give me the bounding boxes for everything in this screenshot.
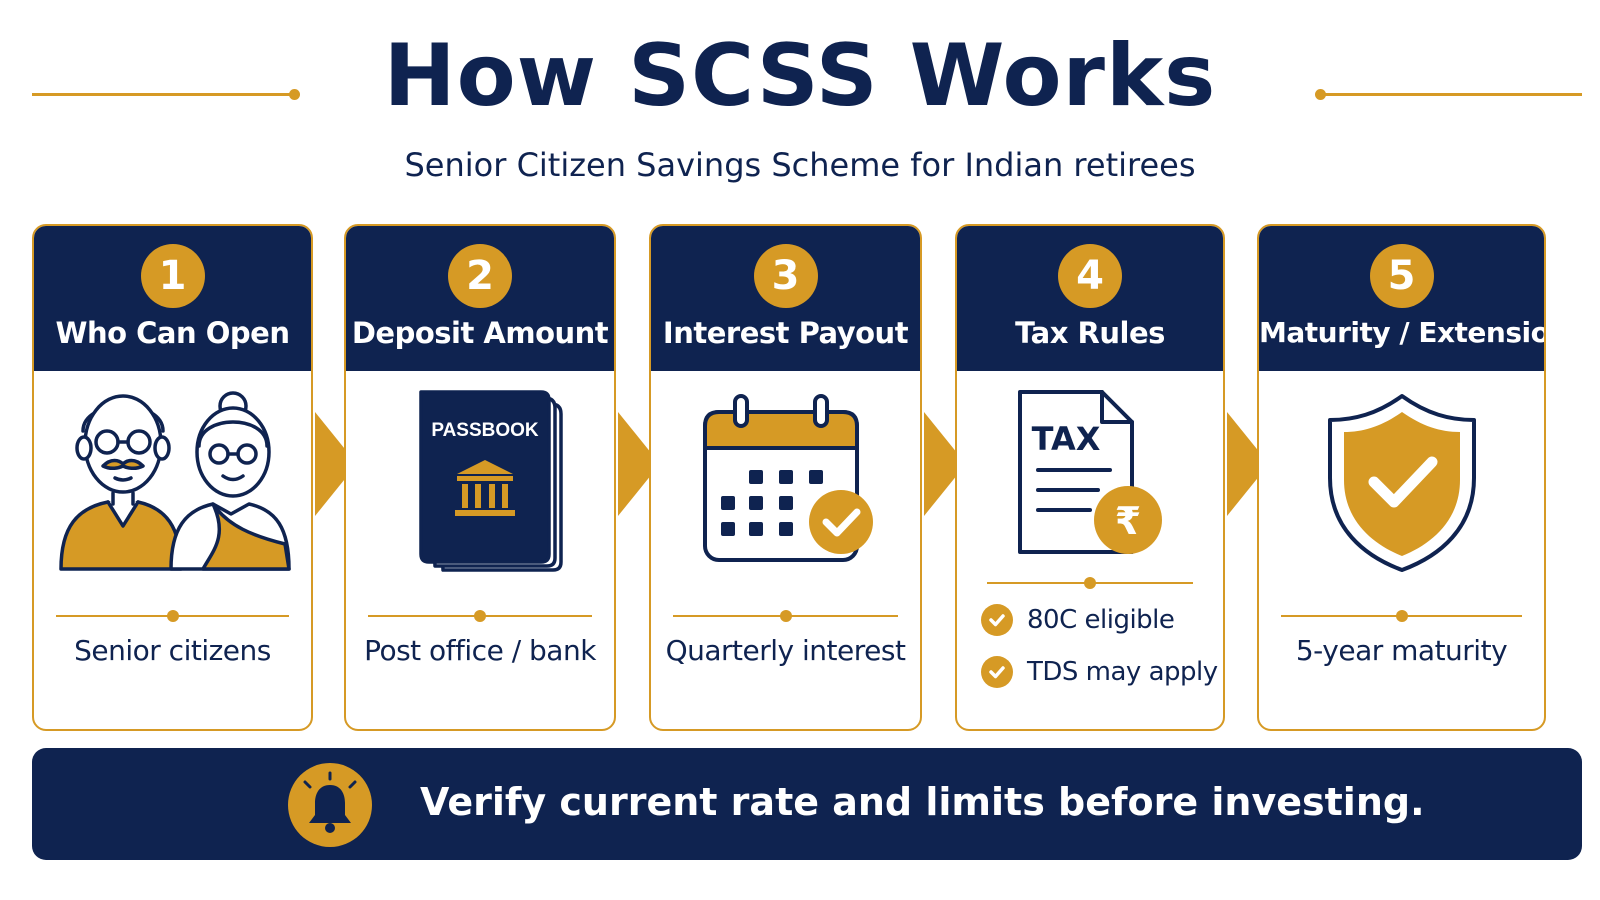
step-title: Interest Payout [662,316,909,350]
card-divider-dot [166,610,179,622]
page-title: How SCSS Works [383,26,1217,126]
step-number-badge: 1 [140,244,205,308]
step-number-badge: 3 [753,244,818,308]
card-divider-dot [779,610,792,622]
bell-icon [288,763,372,847]
step-description: Senior citizens [74,634,271,667]
flow-arrow-icon [315,412,357,516]
tax-item: 80C eligible [981,602,1175,638]
passbook-icon: PASSBOOK [419,390,563,572]
check-icon [981,656,1013,688]
step-card-header: 4 Tax Rules [957,226,1223,371]
step-title: Tax Rules [1015,316,1165,350]
step-card-5: 5 Maturity / Extension 5-year maturity [1257,224,1546,731]
calendar-check-icon [702,394,873,562]
step-card-4: 4 Tax Rules TAX ₹ 80C eligible TDS may a… [955,224,1225,731]
shield-check-icon [1327,394,1476,572]
step-card-header: 5 Maturity / Extension [1259,226,1544,371]
tax-label: TAX [1032,420,1101,458]
rupee-symbol: ₹ [1115,499,1141,543]
step-description: Post office / bank [364,634,596,667]
step-title: Maturity / Extension [1259,316,1546,349]
step-description: Quarterly interest [665,634,906,667]
card-divider-dot [1084,577,1096,589]
step-card-header: 3 Interest Payout [651,226,920,371]
flow-arrow-icon [1227,412,1269,516]
step-number-badge: 5 [1369,244,1434,308]
passbook-label: PASSBOOK [431,420,539,441]
banner-text: Verify current rate and limits before in… [420,780,1425,824]
tax-item: TDS may apply [981,654,1218,690]
senior-couple-icon [58,391,291,571]
step-card-header: 2 Deposit Amount [346,226,614,371]
title-decor-dot-left [289,89,300,100]
step-number-badge: 4 [1058,244,1122,308]
page-subtitle: Senior Citizen Savings Scheme for Indian… [404,146,1196,184]
tax-document-icon: TAX ₹ [1018,390,1162,554]
flow-arrow-icon [618,412,660,516]
tax-item-label: TDS may apply [1027,657,1218,687]
step-number-badge: 2 [448,244,512,308]
flow-arrow-icon [924,412,966,516]
check-icon [981,604,1013,636]
tax-item-label: 80C eligible [1027,605,1175,635]
step-title: Deposit Amount [351,316,609,350]
step-description: 5-year maturity [1295,634,1508,667]
title-decor-line-right [1320,93,1582,96]
step-card-1: 1 Who Can Open [32,224,313,731]
card-divider-dot [1395,610,1408,622]
title-decor-dot-right [1315,89,1326,100]
step-title: Who Can Open [55,316,290,350]
step-card-2: 2 Deposit Amount PASSBOOK Post office / … [344,224,616,731]
step-card-3: 3 Interest Payout [649,224,922,731]
card-divider-dot [474,610,486,622]
title-decor-line-left [32,93,294,96]
step-card-header: 1 Who Can Open [34,226,311,371]
